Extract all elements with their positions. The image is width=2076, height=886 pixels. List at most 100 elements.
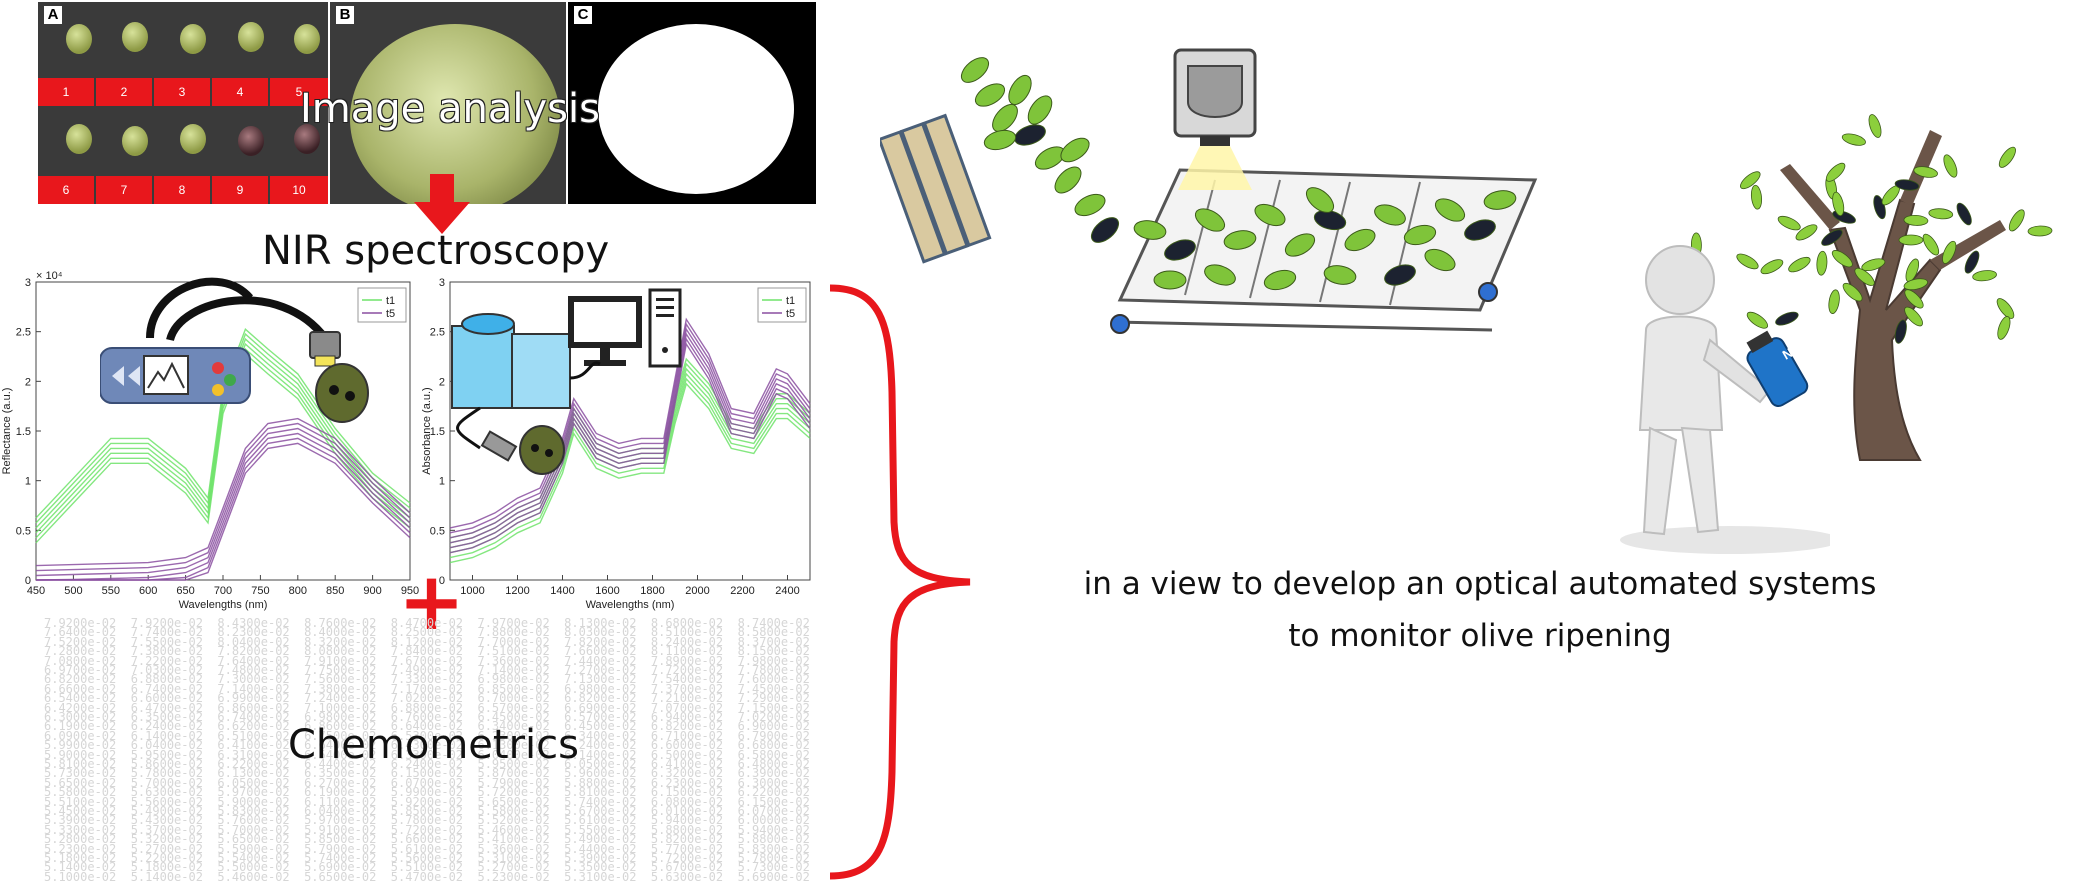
leaf-mark (1928, 208, 1954, 220)
leaf-mark (1736, 253, 1759, 270)
olive-closeup-image (350, 24, 560, 204)
y-tick-label: 1 (25, 476, 31, 488)
y-tick-label: 1.5 (430, 426, 445, 438)
leaf-mark (1996, 298, 2015, 319)
y-tick-label: 0.5 (16, 525, 31, 537)
x-tick-label: 2400 (775, 585, 799, 597)
series-line-t5 (449, 322, 811, 534)
leaf-mark (1795, 224, 1818, 241)
x-tick-label: 2000 (685, 585, 709, 597)
caption-line-1: in a view to develop an optical automate… (1083, 566, 1877, 602)
olive-mark (1403, 224, 1437, 246)
conveyor-olives (960, 57, 1517, 291)
down-arrow-icon (414, 174, 470, 234)
matrix-row: 5.2800e-02 5.3200e-02 5.6500e-02 5.8500e… (44, 832, 819, 847)
leaf-mark (1913, 166, 1938, 178)
series-line-t5 (449, 317, 811, 529)
sample-number-box: 5 (270, 78, 328, 106)
legend-label: t5 (386, 308, 395, 320)
series-line-t5 (449, 327, 811, 539)
matrix-row: 5.5100e-02 5.5600e-02 5.9000e-02 6.1100e… (44, 794, 819, 809)
matrix-row: 6.3000e-02 6.3500e-02 6.7400e-02 6.9800e… (44, 710, 819, 724)
panel-a-olive-grid: A 1 2 3 4 5 6 7 8 9 10 (38, 2, 328, 204)
x-tick-label: 1000 (460, 585, 484, 597)
x-tick-label: 750 (251, 585, 269, 597)
sample-number-box: 9 (212, 176, 268, 204)
matrix-row: 6.8200e-02 6.8800e-02 7.3000e-02 7.5600e… (44, 672, 819, 687)
leaf-mark (1903, 214, 1929, 226)
leaf-mark (1760, 259, 1784, 275)
olive-thumb (294, 24, 320, 54)
olive-mark (1204, 264, 1236, 286)
leaf-mark (1894, 179, 1920, 191)
olive-thumb (122, 126, 148, 156)
leaf-mark (1997, 316, 2011, 340)
chemometrics-label: Chemometrics (288, 722, 579, 768)
leaf-mark (1898, 234, 1924, 246)
y-tick-label: 1.5 (16, 426, 31, 438)
series-line-t5 (35, 427, 411, 577)
matrix-row: 6.9700e-02 7.0300e-02 7.4800e-02 7.7500e… (44, 663, 819, 677)
matrix-row: 5.5800e-02 5.6300e-02 5.9700e-02 6.1900e… (44, 785, 819, 800)
leaf-mark (1828, 289, 1840, 314)
olive-mark (1323, 265, 1357, 285)
olive-thumb (294, 124, 320, 154)
x-tick-label: 800 (289, 585, 307, 597)
leaf-mark (1903, 278, 1928, 291)
leaf-mark (1972, 270, 1997, 282)
sample-number-box: 8 (154, 176, 210, 204)
olive-sample-icon (519, 425, 565, 475)
series-line-t1 (449, 377, 811, 559)
leaf-mark (1777, 215, 1801, 231)
olive-thumb (238, 22, 264, 52)
x-tick-label: 900 (363, 585, 381, 597)
leaf-mark (1998, 146, 2016, 168)
legend-box (357, 287, 407, 323)
matrix-row: 7.0800e-02 7.2200e-02 7.6400e-02 7.9100e… (44, 653, 819, 668)
series-line-t5 (449, 337, 811, 549)
matrix-row: 5.1000e-02 5.1400e-02 5.4600e-02 5.6500e… (44, 869, 819, 884)
x-axis-label: Wavelengths (nm) (179, 599, 268, 611)
y-tick-label: 2 (25, 376, 31, 388)
y-tick-label: 2.5 (430, 327, 445, 339)
leaf-mark (1868, 114, 1882, 138)
matrix-row: 6.5400e-02 6.6000e-02 6.9900e-02 7.2400e… (44, 691, 819, 706)
olive-mark (1074, 193, 1106, 217)
data-matrix: 7.9200e-02 7.9200e-02 8.4300e-02 8.7600e… (44, 616, 819, 884)
olive-mark (1090, 217, 1120, 243)
matrix-row: 6.1900e-02 6.2400e-02 6.6200e-02 6.8600e… (44, 719, 819, 734)
person-figure (1620, 245, 1830, 554)
leaf-mark (1956, 202, 1972, 226)
olive-thumb (122, 22, 148, 52)
olive-mark (1153, 270, 1187, 290)
leaf-mark (1894, 319, 1907, 344)
olive-mark (1374, 204, 1406, 226)
panel-b-olive-closeup: B (330, 2, 566, 204)
x-tick-label: 1400 (550, 585, 574, 597)
y-axis-label: Absorbance (a.u.) (421, 387, 433, 474)
legend-box (757, 287, 807, 323)
leaf-mark (1904, 289, 1924, 309)
y-axis-label: Reflectance (a.u.) (1, 388, 13, 475)
olive-thumb (238, 126, 264, 156)
olive-mark (1344, 228, 1376, 252)
matrix-row: 5.1400e-02 5.1800e-02 5.5000e-02 5.6900e… (44, 860, 819, 875)
sample-number-box: 6 (38, 176, 94, 204)
x-tick-label: 650 (176, 585, 194, 597)
y-exponent-label: × 10⁴ (36, 270, 63, 282)
x-tick-label: 2200 (730, 585, 754, 597)
series-line-t5 (35, 422, 411, 572)
olive-mark (974, 83, 1006, 107)
sample-number-box: 2 (96, 78, 152, 106)
leaf-mark (1816, 250, 1828, 276)
matrix-row: 7.5200e-02 7.5500e-02 8.0400e-02 8.3200e… (44, 634, 819, 649)
matrix-row: 5.6500e-02 5.7000e-02 6.0500e-02 6.2700e… (44, 775, 819, 790)
olive-mark (1060, 137, 1090, 163)
olive-mark (1254, 203, 1286, 227)
legend-label: t1 (386, 295, 395, 307)
matrix-row: 7.9200e-02 7.9200e-02 8.4300e-02 8.7600e… (44, 616, 819, 630)
y-tick-label: 3 (439, 277, 445, 289)
series-line-t1 (449, 382, 811, 564)
x-tick-label: 450 (27, 585, 45, 597)
